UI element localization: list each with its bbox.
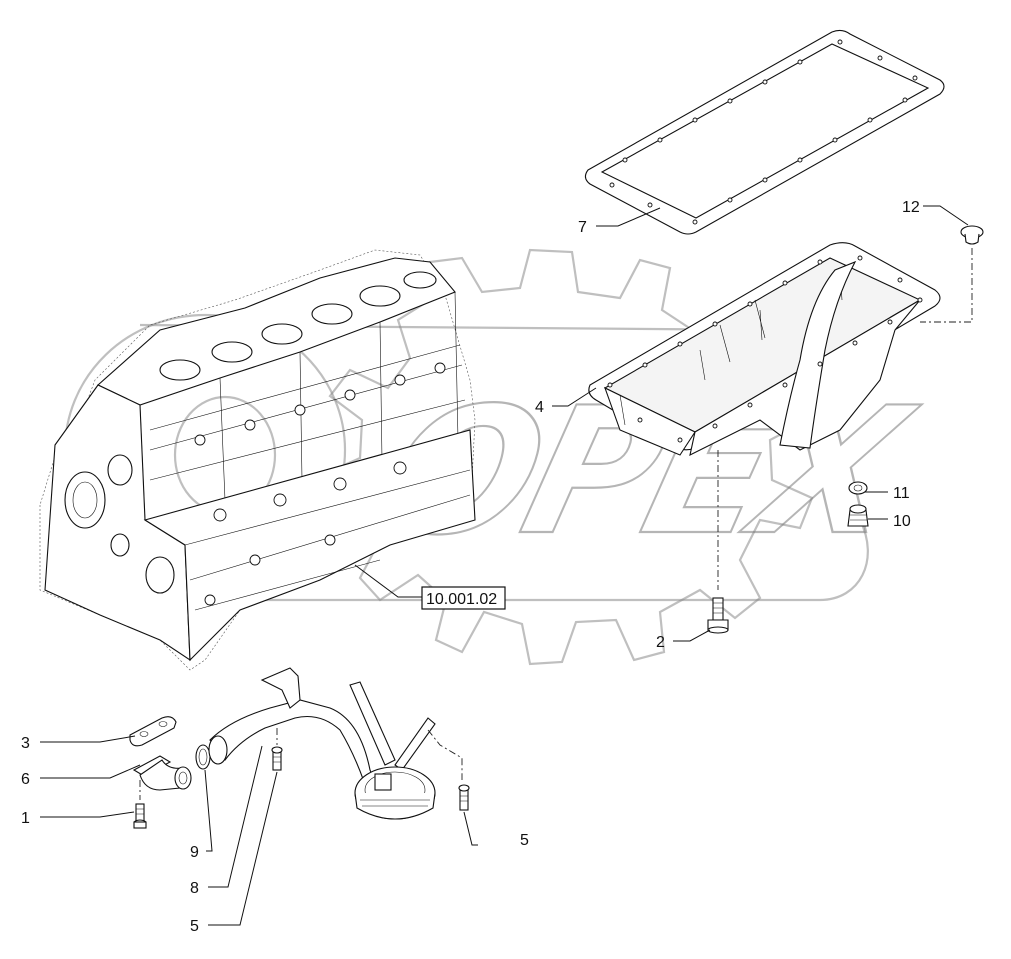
callout-labels: 7 12 4 11 10 2 3 6 1 5 9 8 5 xyxy=(21,199,920,935)
strainer-bolt-axis xyxy=(427,729,463,780)
cylinder-bores xyxy=(159,271,437,381)
callout-9[interactable]: 9 xyxy=(190,844,199,861)
reference-box-label: 10.001.02 xyxy=(426,591,497,608)
bolt-1 xyxy=(133,803,147,829)
callout-3[interactable]: 3 xyxy=(21,735,30,752)
oil-pan-holes xyxy=(607,255,923,443)
suction-pipe-8 xyxy=(208,667,436,802)
plug-12 xyxy=(960,225,984,245)
reference-box[interactable]: 10.001.02 xyxy=(421,586,506,610)
gasket-holes xyxy=(609,39,918,225)
callout-2[interactable]: 2 xyxy=(656,634,665,651)
drain-plug-10 xyxy=(847,504,869,527)
plug-axis-line xyxy=(920,248,973,323)
oil-strainer xyxy=(354,766,436,820)
oil-pan xyxy=(588,242,941,457)
engine-block xyxy=(39,249,476,671)
oil-pan-gasket xyxy=(584,29,945,235)
elbow-6 xyxy=(132,755,192,791)
o-ring-9 xyxy=(195,744,211,770)
callout-12[interactable]: 12 xyxy=(902,199,920,216)
block-bolt-holes xyxy=(194,362,446,606)
flange-plate-3 xyxy=(129,716,177,747)
callout-5-left[interactable]: 5 xyxy=(190,918,199,935)
callout-1[interactable]: 1 xyxy=(21,810,30,827)
callout-11[interactable]: 11 xyxy=(893,485,910,502)
callout-8[interactable]: 8 xyxy=(190,880,199,897)
callout-7[interactable]: 7 xyxy=(578,219,587,236)
callout-leaders xyxy=(40,205,969,926)
callout-4[interactable]: 4 xyxy=(535,399,544,416)
washer-11 xyxy=(848,481,868,495)
callout-5-right[interactable]: 5 xyxy=(520,832,529,849)
callout-6[interactable]: 6 xyxy=(21,771,30,788)
bolt-2 xyxy=(707,597,729,634)
bolt-5-right xyxy=(458,784,470,811)
callout-10[interactable]: 10 xyxy=(893,513,911,530)
bolt-5-left xyxy=(271,746,283,771)
